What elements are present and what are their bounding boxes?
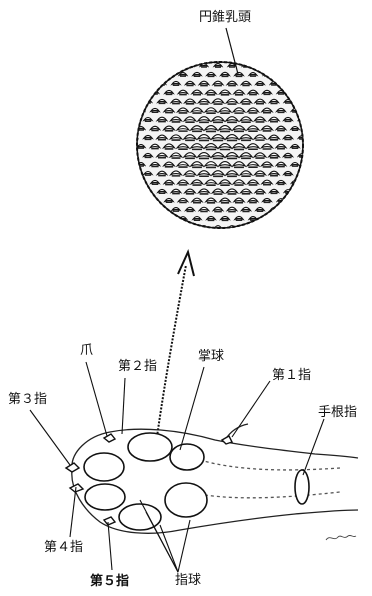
digital-pad-5 xyxy=(119,504,161,530)
digital-pad-4 xyxy=(85,484,125,510)
artist-signature xyxy=(326,535,356,540)
digit5-label: 第５指 xyxy=(90,575,129,588)
papilla-scale xyxy=(165,73,172,76)
digit4-label: 第４指 xyxy=(44,541,83,554)
digital-pad-3 xyxy=(84,453,124,481)
claw-4 xyxy=(70,484,83,492)
digit1-label: 第１指 xyxy=(272,369,311,382)
carpal-pad xyxy=(295,470,309,504)
papilla-sphere xyxy=(130,62,305,229)
magnify-arrow xyxy=(156,252,194,444)
digit2-label: 第２指 xyxy=(118,360,157,373)
claw-label: 爪 xyxy=(80,344,93,357)
digit3-label: 第３指 xyxy=(8,393,47,406)
digital-pad-2 xyxy=(128,433,172,461)
digital-pad-label: 指球 xyxy=(175,574,201,587)
palm-pad-upper xyxy=(170,444,204,470)
claw-2 xyxy=(104,434,115,442)
papilla-scale xyxy=(263,217,270,220)
claw-3 xyxy=(66,463,79,472)
claw-5 xyxy=(104,517,115,525)
cone-papilla-label: 円錐乳頭 xyxy=(199,11,251,24)
claw-1 xyxy=(222,436,232,444)
papilla-scale xyxy=(137,181,144,184)
carpal-pad-label: 手根指 xyxy=(318,406,357,419)
palm-pad-lower xyxy=(165,483,207,517)
papilla-scale xyxy=(242,226,249,229)
papilla-scale xyxy=(186,226,193,229)
palm-pad-label: 掌球 xyxy=(198,350,224,363)
pads xyxy=(84,433,309,530)
